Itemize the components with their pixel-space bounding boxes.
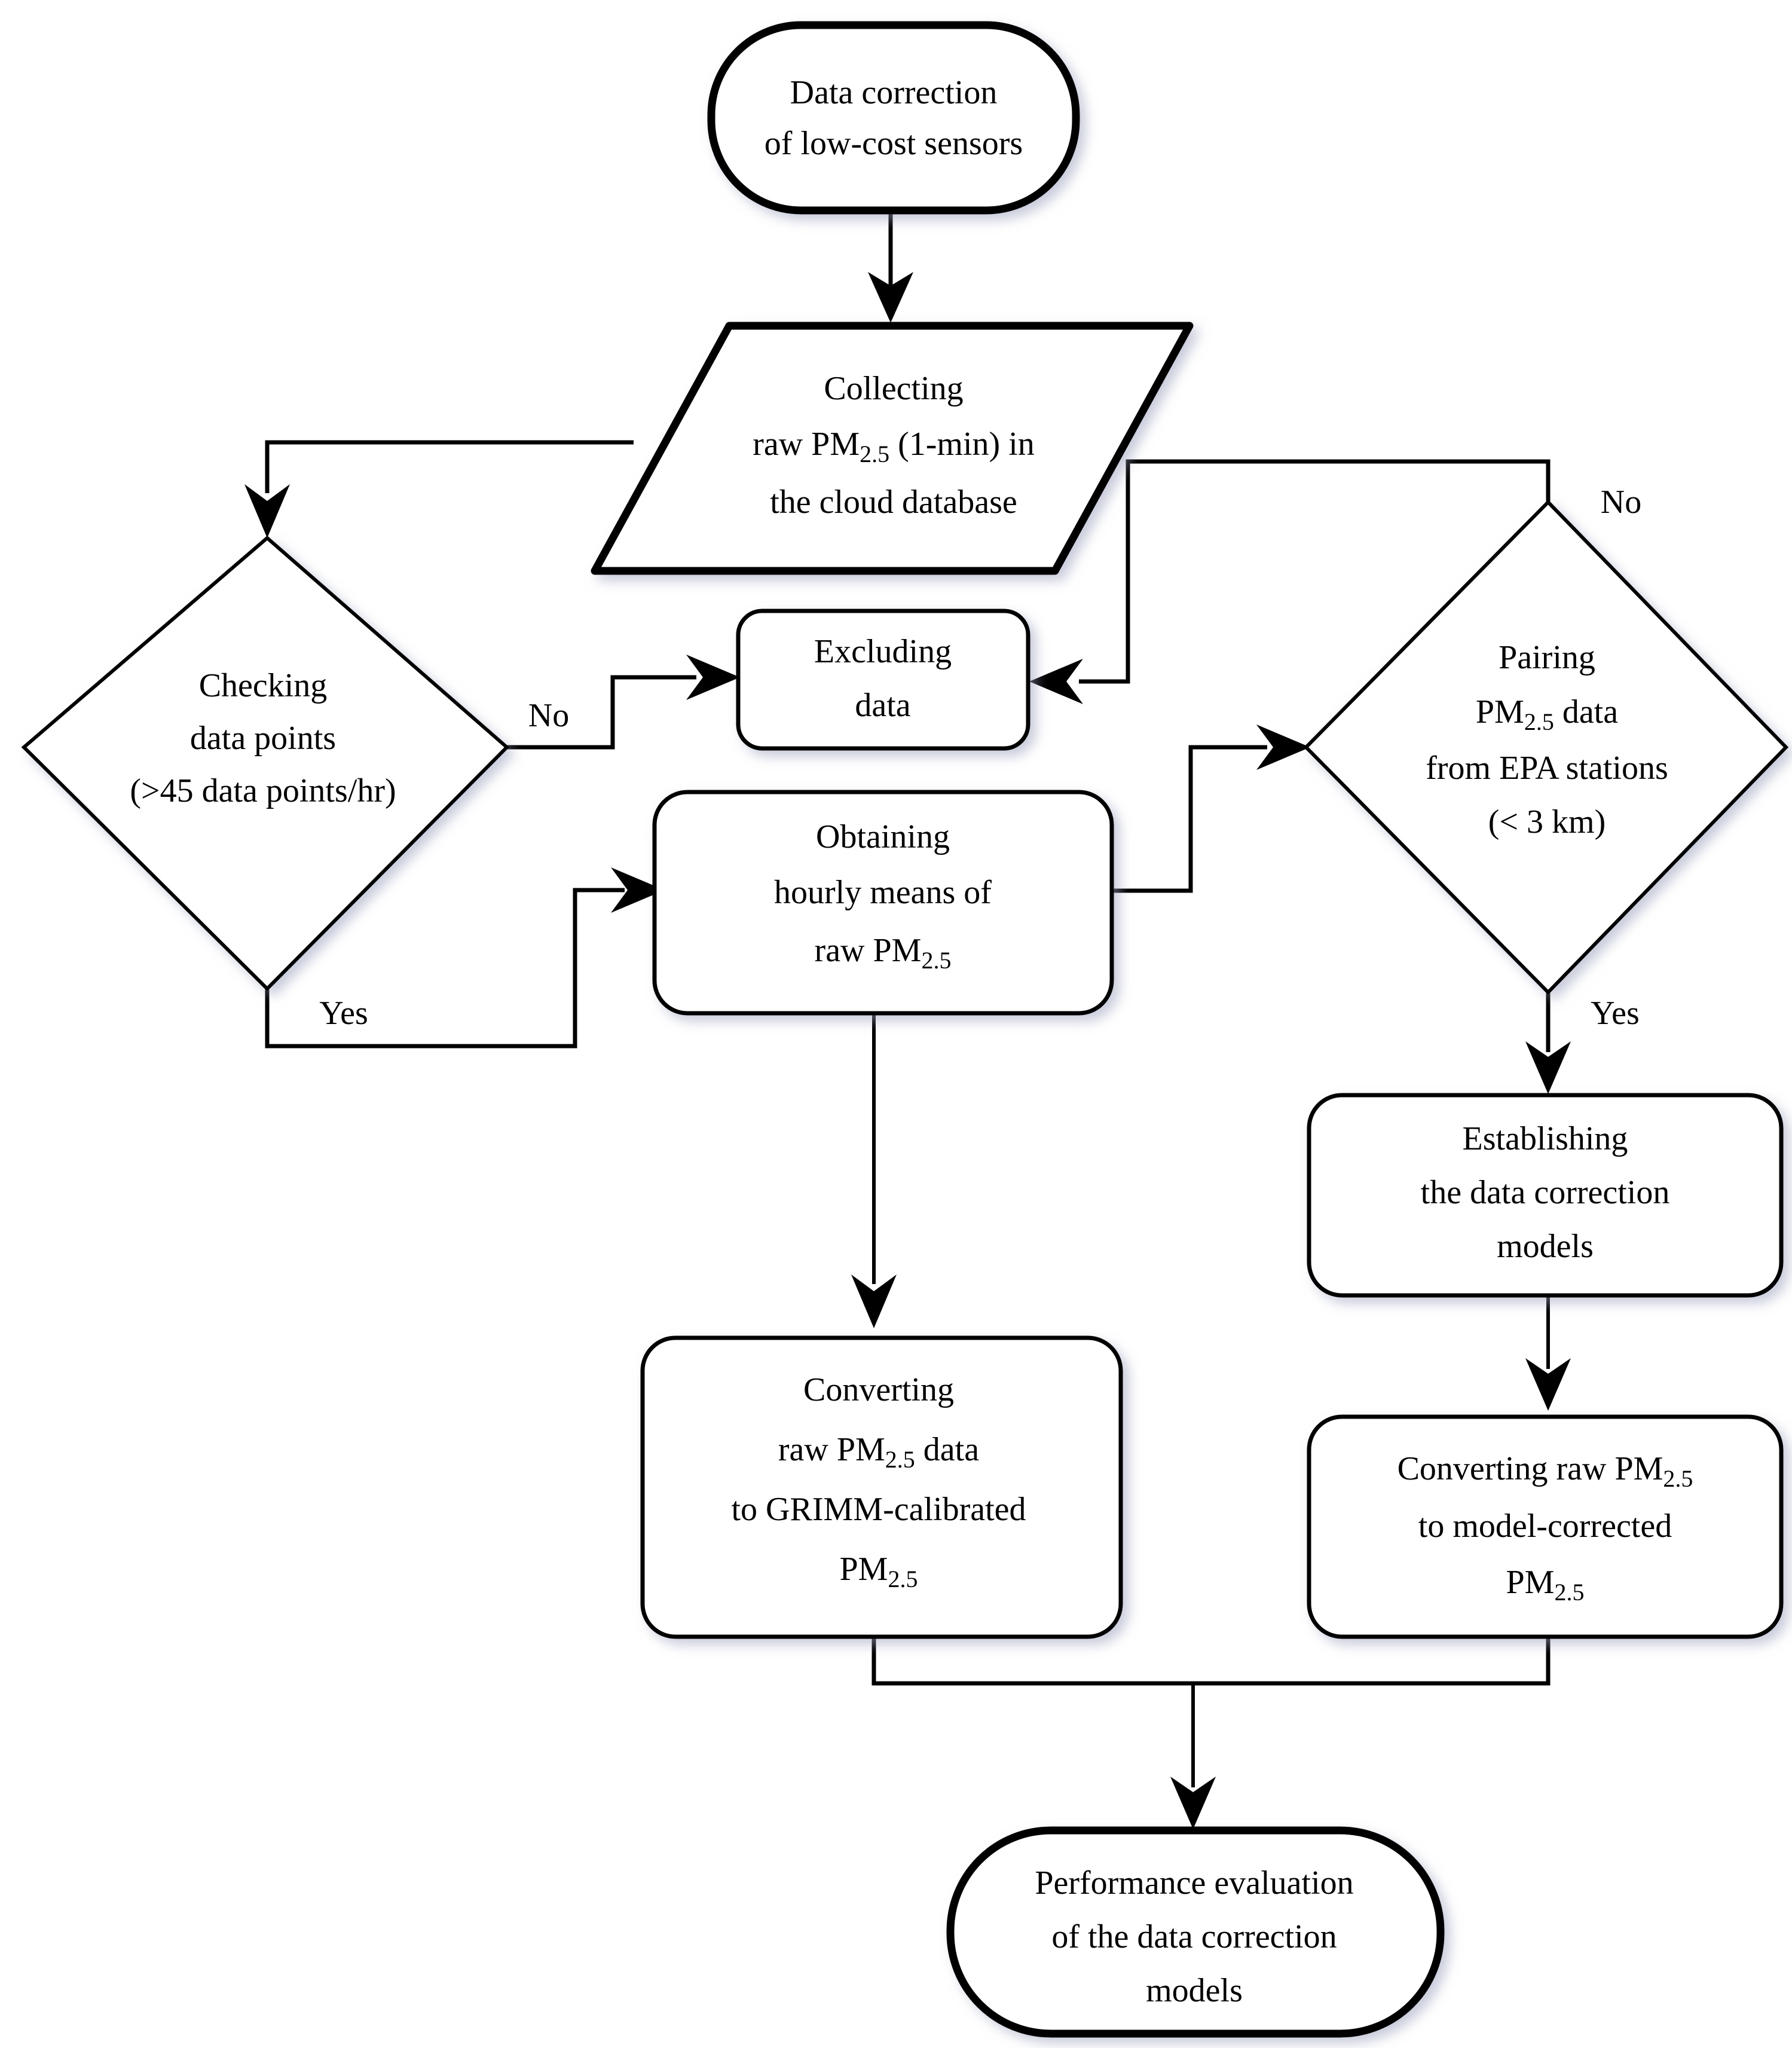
grimm-l1-p2: data bbox=[915, 1431, 979, 1468]
edge-collect-to-check bbox=[244, 440, 634, 538]
node-start[interactable]: Data correction of low-cost sensors bbox=[707, 21, 1080, 215]
modelcorr-l2-p0: PM bbox=[1506, 1564, 1555, 1601]
edge-check-no-to-exclude bbox=[507, 655, 740, 750]
node-collect-line-2: the cloud database bbox=[770, 484, 1017, 521]
edge-hourly-to-pairing bbox=[1112, 725, 1310, 893]
grimm-l1-p0: raw PM bbox=[778, 1431, 885, 1468]
node-collect[interactable]: Collecting raw PM2.5 (1-min) in the clou… bbox=[591, 322, 1194, 575]
node-establish-line-0: Establishing bbox=[1463, 1120, 1628, 1157]
node-grimm-line-1: raw PM2.5 data bbox=[778, 1431, 979, 1473]
grimm-l3-p0: PM bbox=[840, 1551, 888, 1588]
node-hourly-line-1: hourly means of bbox=[774, 874, 992, 911]
edge-collect-to-pairing bbox=[1163, 459, 1551, 502]
node-start-line-1: of low-cost sensors bbox=[764, 125, 1023, 162]
edge-check-yes-to-hourly bbox=[265, 867, 665, 1049]
collect-l1-p0: raw PM bbox=[753, 426, 860, 463]
node-exclude-line-1: data bbox=[855, 687, 910, 724]
node-modelcorr-line-2: PM2.5 bbox=[1506, 1564, 1585, 1606]
pairing-l1-sub: 2.5 bbox=[1524, 708, 1554, 735]
node-hourly-line-2: raw PM2.5 bbox=[815, 932, 952, 974]
node-collect-line-0: Collecting bbox=[824, 370, 963, 407]
modelcorr-l0-sub: 2.5 bbox=[1663, 1465, 1693, 1492]
edge-hourly-to-grimm bbox=[851, 1015, 897, 1328]
node-pairing-line-1: PM2.5 data bbox=[1476, 693, 1618, 735]
node-pairing-line-3: (< 3 km) bbox=[1488, 803, 1606, 840]
edge-label-pairing-yes: Yes bbox=[1591, 995, 1639, 1032]
node-check-decision[interactable]: Checking data points (>45 data points/hr… bbox=[21, 536, 510, 992]
node-check-line-0: Checking bbox=[199, 667, 328, 704]
node-end[interactable]: Performance evaluation of the data corre… bbox=[946, 1826, 1445, 2038]
node-collect-line-1: raw PM2.5 (1-min) in bbox=[753, 426, 1035, 467]
node-grimm-line-3: PM2.5 bbox=[840, 1551, 918, 1592]
node-establish-line-1: the data correction bbox=[1421, 1174, 1670, 1211]
node-hourly-means[interactable]: Obtaining hourly means of raw PM2.5 bbox=[652, 790, 1114, 1016]
edge-label-pairing-no: No bbox=[1601, 484, 1641, 521]
edge-pairing-no-to-exclude bbox=[1029, 459, 1551, 704]
modelcorr-l2-sub: 2.5 bbox=[1554, 1579, 1584, 1606]
edge-label-check-yes: Yes bbox=[319, 995, 368, 1032]
edge-merge-to-end bbox=[871, 1638, 1551, 1829]
node-end-line-0: Performance evaluation bbox=[1035, 1864, 1353, 1902]
grimm-l1-sub: 2.5 bbox=[885, 1446, 915, 1473]
collect-l1-sub: 2.5 bbox=[860, 441, 889, 467]
node-grimm-line-2: to GRIMM-calibrated bbox=[732, 1491, 1026, 1528]
node-modelcorr-line-1: to model-corrected bbox=[1418, 1508, 1672, 1545]
node-start-line-0: Data correction bbox=[790, 74, 998, 111]
node-hourly-line-0: Obtaining bbox=[816, 818, 950, 855]
node-establish-line-2: models bbox=[1497, 1228, 1594, 1265]
grimm-l3-sub: 2.5 bbox=[888, 1566, 918, 1592]
node-modelcorr-line-0: Converting raw PM2.5 bbox=[1397, 1450, 1693, 1492]
node-establish-models[interactable]: Establishing the data correction models bbox=[1307, 1093, 1784, 1298]
node-end-line-2: models bbox=[1146, 1972, 1243, 2009]
collect-l1-p2: (1-min) in bbox=[889, 426, 1035, 463]
pairing-l1-p0: PM bbox=[1476, 693, 1524, 730]
node-exclude[interactable]: Excluding data bbox=[736, 609, 1030, 751]
node-end-line-1: of the data correction bbox=[1051, 1918, 1337, 1955]
edge-establish-to-modelcorr bbox=[1525, 1296, 1571, 1411]
edge-start-to-collect bbox=[868, 211, 913, 323]
node-check-line-2: (>45 data points/hr) bbox=[130, 772, 396, 809]
hourly-l2-sub: 2.5 bbox=[921, 947, 951, 974]
node-convert-grimm[interactable]: Converting raw PM2.5 data to GRIMM-calib… bbox=[640, 1335, 1123, 1639]
pairing-l1-p2: data bbox=[1554, 693, 1618, 730]
node-grimm-line-0: Converting bbox=[803, 1371, 954, 1408]
node-convert-model-corrected[interactable]: Converting raw PM2.5 to model-corrected … bbox=[1307, 1414, 1784, 1639]
node-pairing-line-2: from EPA stations bbox=[1426, 750, 1668, 787]
modelcorr-l0-p0: Converting raw PM bbox=[1397, 1450, 1663, 1487]
node-exclude-line-0: Excluding bbox=[814, 633, 952, 670]
edge-pairing-yes-to-establish bbox=[1525, 992, 1571, 1094]
hourly-l2-p0: raw PM bbox=[815, 932, 922, 969]
edge-label-check-no: No bbox=[528, 697, 569, 734]
node-pairing-line-0: Pairing bbox=[1499, 639, 1595, 676]
node-check-line-1: data points bbox=[190, 720, 336, 757]
node-pairing-decision[interactable]: Pairing PM2.5 data from EPA stations (< … bbox=[1303, 499, 1789, 995]
